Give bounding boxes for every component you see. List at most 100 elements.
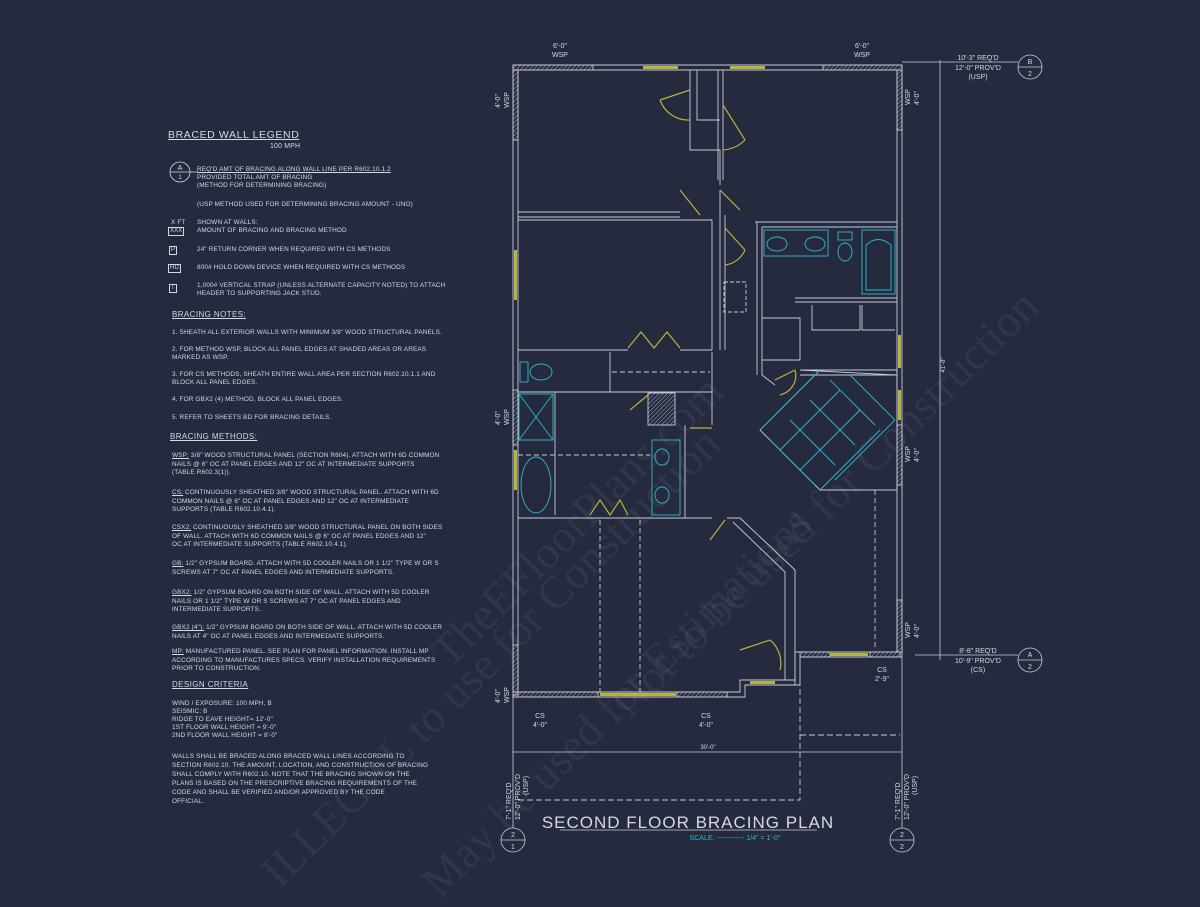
bracing-method-line: NAILS AT 4" OC AT PANEL EDGES AND INTERM… bbox=[172, 633, 384, 640]
bracing-method-label: CS: bbox=[172, 489, 184, 496]
bracing-method-text: 1/2" GYPSUM BOARD. ATTACH WITH 5d COOLER… bbox=[183, 560, 439, 567]
criteria-paragraph-line: SHALL COMPLY WITH R602.10. NOTE THAT THE… bbox=[172, 771, 410, 778]
wall-tag-length: 4'-0" bbox=[699, 722, 713, 729]
bracing-note: 5. REFER TO SHEETS BD FOR BRACING DETAIL… bbox=[172, 414, 332, 421]
bracing-method-label: MP: bbox=[172, 648, 184, 655]
bracing-method-text: PRIOR TO CONSTRUCTION. bbox=[172, 665, 261, 672]
bracing-method-text: 1/2" GYPSUM BOARD ON BOTH SIDE OF WALL. … bbox=[204, 624, 443, 631]
bracing-method-line: (TABLE R602.3(1)). bbox=[172, 469, 231, 476]
wall-tag-length: 4'-0" bbox=[533, 722, 547, 729]
bracing-method-line: GBx2: 1/2" GYPSUM BOARD ON BOTH SIDE OF … bbox=[172, 589, 430, 596]
bracing-method-text: CONTINUOUSLY SHEATHED 3/8" WOOD STRUCTUR… bbox=[183, 489, 439, 496]
bracing-method-label: CSx2: bbox=[172, 524, 192, 531]
legend-symbol-line: REQ'D AMT OF BRACING ALONG WALL LINE PER… bbox=[197, 166, 391, 173]
wall-tag-method: CS bbox=[535, 713, 545, 720]
wall-tag-length: 4'-0" bbox=[914, 624, 921, 638]
reqd-bracing: 8'-8" REQ'D bbox=[959, 648, 996, 655]
wall-line-symbol: A 1 bbox=[169, 161, 198, 183]
bracing-method-line: SCREWS AT 7" OC AT PANEL EDGES AND INTER… bbox=[172, 569, 394, 576]
wall-tag-method: WSP bbox=[504, 409, 511, 425]
criteria-paragraph-line: CODE AND SHALL BE VERIFIED AND/OR APPROV… bbox=[172, 789, 385, 796]
bracing-note: 3. FOR CS METHODS, SHEATH ENTIRE WALL AR… bbox=[172, 371, 436, 378]
bracing-method: (CS) bbox=[971, 667, 985, 674]
wall-line-marker-2-2: 2 bbox=[900, 832, 904, 839]
bracing-method-text: 1/2" GYPSUM BOARD ON BOTH SIDE OF WALL. … bbox=[191, 589, 430, 596]
bracing-note: MARKED AS WSP. bbox=[172, 354, 229, 361]
bracing-note: 1. SHEATH ALL EXTERIOR WALLS WITH MINIMU… bbox=[172, 329, 442, 336]
wall-tag-method: CS bbox=[877, 667, 887, 674]
wall-tag-length: 4'-0" bbox=[495, 94, 502, 108]
bracing-method-text: OF WALL. ATTACH WITH 6d COMMON NAILS @ 6… bbox=[172, 532, 427, 540]
legend-xft-line: AMOUNT OF BRACING AND BRACING METHOD bbox=[197, 227, 347, 234]
wall-tag-method: WSP bbox=[854, 52, 870, 59]
bracing-method-text: NAILS AT 4" OC AT PANEL EDGES AND INTERM… bbox=[172, 632, 385, 640]
legend-t-line: 1,000# VERTICAL STRAP (UNLESS ALTERNATE … bbox=[197, 282, 446, 289]
criteria-item: 1ST FLOOR WALL HEIGHT = 9'-0" bbox=[172, 724, 277, 731]
wall-tag-method: WSP bbox=[905, 622, 912, 638]
wall-tag-method: WSP bbox=[552, 52, 568, 59]
bracing-method-line: SUPPORTS (TABLE R602.10.4.1). bbox=[172, 506, 276, 513]
legend-hd-box: HD bbox=[168, 264, 181, 273]
provd-bracing: 10'-9" PROV'D bbox=[955, 658, 1001, 665]
wall-tag-method: WSP bbox=[504, 92, 511, 108]
plan-title: SECOND FLOOR BRACING PLAN bbox=[542, 813, 834, 832]
criteria-paragraph-line: WALLS SHALL BE BRACED ALONG BRACED WALL … bbox=[172, 753, 405, 760]
wall-tag-length: 4'-0" bbox=[495, 689, 502, 703]
exterior-wall bbox=[512, 64, 903, 698]
legend-subtitle: 100 MPH bbox=[270, 143, 301, 150]
criteria-item: RIDGE TO EAVE HEIGHT= 12'-0" bbox=[172, 716, 273, 723]
bracing-method-text: (TABLE R602.3(1)). bbox=[172, 469, 231, 476]
reqd-bracing: 10'-3" REQ'D bbox=[957, 55, 998, 62]
reqd-bracing: 7'-1" REQ'D bbox=[506, 783, 513, 820]
wall-line-marker-2-1-sheet: 1 bbox=[511, 844, 515, 851]
criteria-paragraph-line: PLANS IS BASED ON THE PRESCRIPTIVE BRACI… bbox=[172, 780, 418, 787]
wall-line-marker-B-sheet: 2 bbox=[1028, 71, 1032, 78]
criteria-item: 2ND FLOOR WALL HEIGHT = 8'-0" bbox=[172, 732, 278, 739]
criteria-paragraph-line: OFFICIAL. bbox=[172, 798, 204, 805]
bracing-method-text: CONTINUOUSLY SHEATHED 3/8" WOOD STRUCTUR… bbox=[191, 524, 443, 531]
legend-t-box: T bbox=[169, 284, 177, 293]
provd-bracing: 12'-0" PROV'D bbox=[515, 774, 522, 820]
wall-tag-method: WSP bbox=[504, 687, 511, 703]
bracing-method-line: ACCORDING TO MANUFACTURES SPECS. VERIFY … bbox=[172, 657, 435, 664]
legend-title: BRACED WALL LEGEND bbox=[168, 129, 300, 141]
criteria-item: WIND / EXPOSURE: 100 MPH, B bbox=[172, 700, 272, 707]
bracing-method-line: COMMON NAILS @ 6" OC AT PANEL EDGES AND … bbox=[172, 498, 409, 505]
bracing-method-text: MANUFACTURED PANEL. SEE PLAN FOR PANEL I… bbox=[183, 648, 429, 655]
bracing-method-line: OC AT INTERMEDIATE SUPPORTS (TABLE R602.… bbox=[172, 541, 348, 548]
bracing-note: 4. FOR GBx2 (4) METHOD, BLOCK ALL PANEL … bbox=[172, 396, 344, 403]
bracing-method-label: GB: bbox=[172, 560, 184, 567]
wall-tag-length: 2'-9" bbox=[875, 676, 889, 683]
bracing-method-line: INTERMEDIATE SUPPORTS. bbox=[172, 606, 261, 613]
wall-tag-method: CS bbox=[701, 713, 711, 720]
bracing-note: BLOCK ALL PANEL EDGES. bbox=[172, 379, 258, 386]
legend-p-box: P bbox=[169, 246, 178, 255]
legend-xft: X FT bbox=[171, 219, 186, 226]
bracing-method-line: CS: CONTINUOUSLY SHEATHED 3/8" WOOD STRU… bbox=[172, 489, 439, 496]
overall-depth-dimension: 41'-8" bbox=[941, 357, 947, 372]
exterior-wall-inner bbox=[517, 69, 898, 693]
criteria-paragraph-line: SECTION R602.10. THE AMOUNT, LOCATION, A… bbox=[172, 762, 429, 769]
symbol-top: A bbox=[178, 165, 183, 172]
bracing-method: (USP) bbox=[968, 74, 987, 81]
reqd-bracing: 7'-1" REQ'D bbox=[895, 783, 902, 820]
bracing-method-text: COMMON NAILS @ 6" OC AT PANEL EDGES AND … bbox=[172, 497, 410, 505]
wall-tag-method: WSP bbox=[905, 89, 912, 105]
bracing-method-line: NAILS OR 1 1/2" TYPE W OR S SCREWS AT 7"… bbox=[172, 598, 401, 605]
bracing-method-line: OF WALL. ATTACH WITH 6d COMMON NAILS @ 6… bbox=[172, 533, 426, 540]
bracing-method-line: PRIOR TO CONSTRUCTION. bbox=[172, 665, 261, 672]
bracing-method-line: GBx2 (4"): 1/2" GYPSUM BOARD ON BOTH SID… bbox=[172, 624, 442, 631]
wall-line-marker-2-1: 2 bbox=[511, 832, 515, 839]
design-criteria-title: DESIGN CRITERIA bbox=[172, 680, 249, 689]
wall-line-marker-B: B bbox=[1028, 59, 1033, 66]
overall-width-dimension: 30'-0" bbox=[700, 745, 715, 751]
bracing-method-text: INTERMEDIATE SUPPORTS. bbox=[172, 606, 261, 613]
bracing-methods-title: BRACING METHODS: bbox=[170, 432, 258, 441]
wall-tag-length: 4'-0" bbox=[495, 411, 502, 425]
doors bbox=[589, 89, 797, 671]
provd-bracing: 12'-0" PROV'D bbox=[955, 65, 1001, 72]
legend-xxx: XXX bbox=[168, 227, 185, 236]
wall-tag-method: WSP bbox=[905, 446, 912, 462]
wall-tag-length: 6'-0" bbox=[855, 43, 869, 50]
